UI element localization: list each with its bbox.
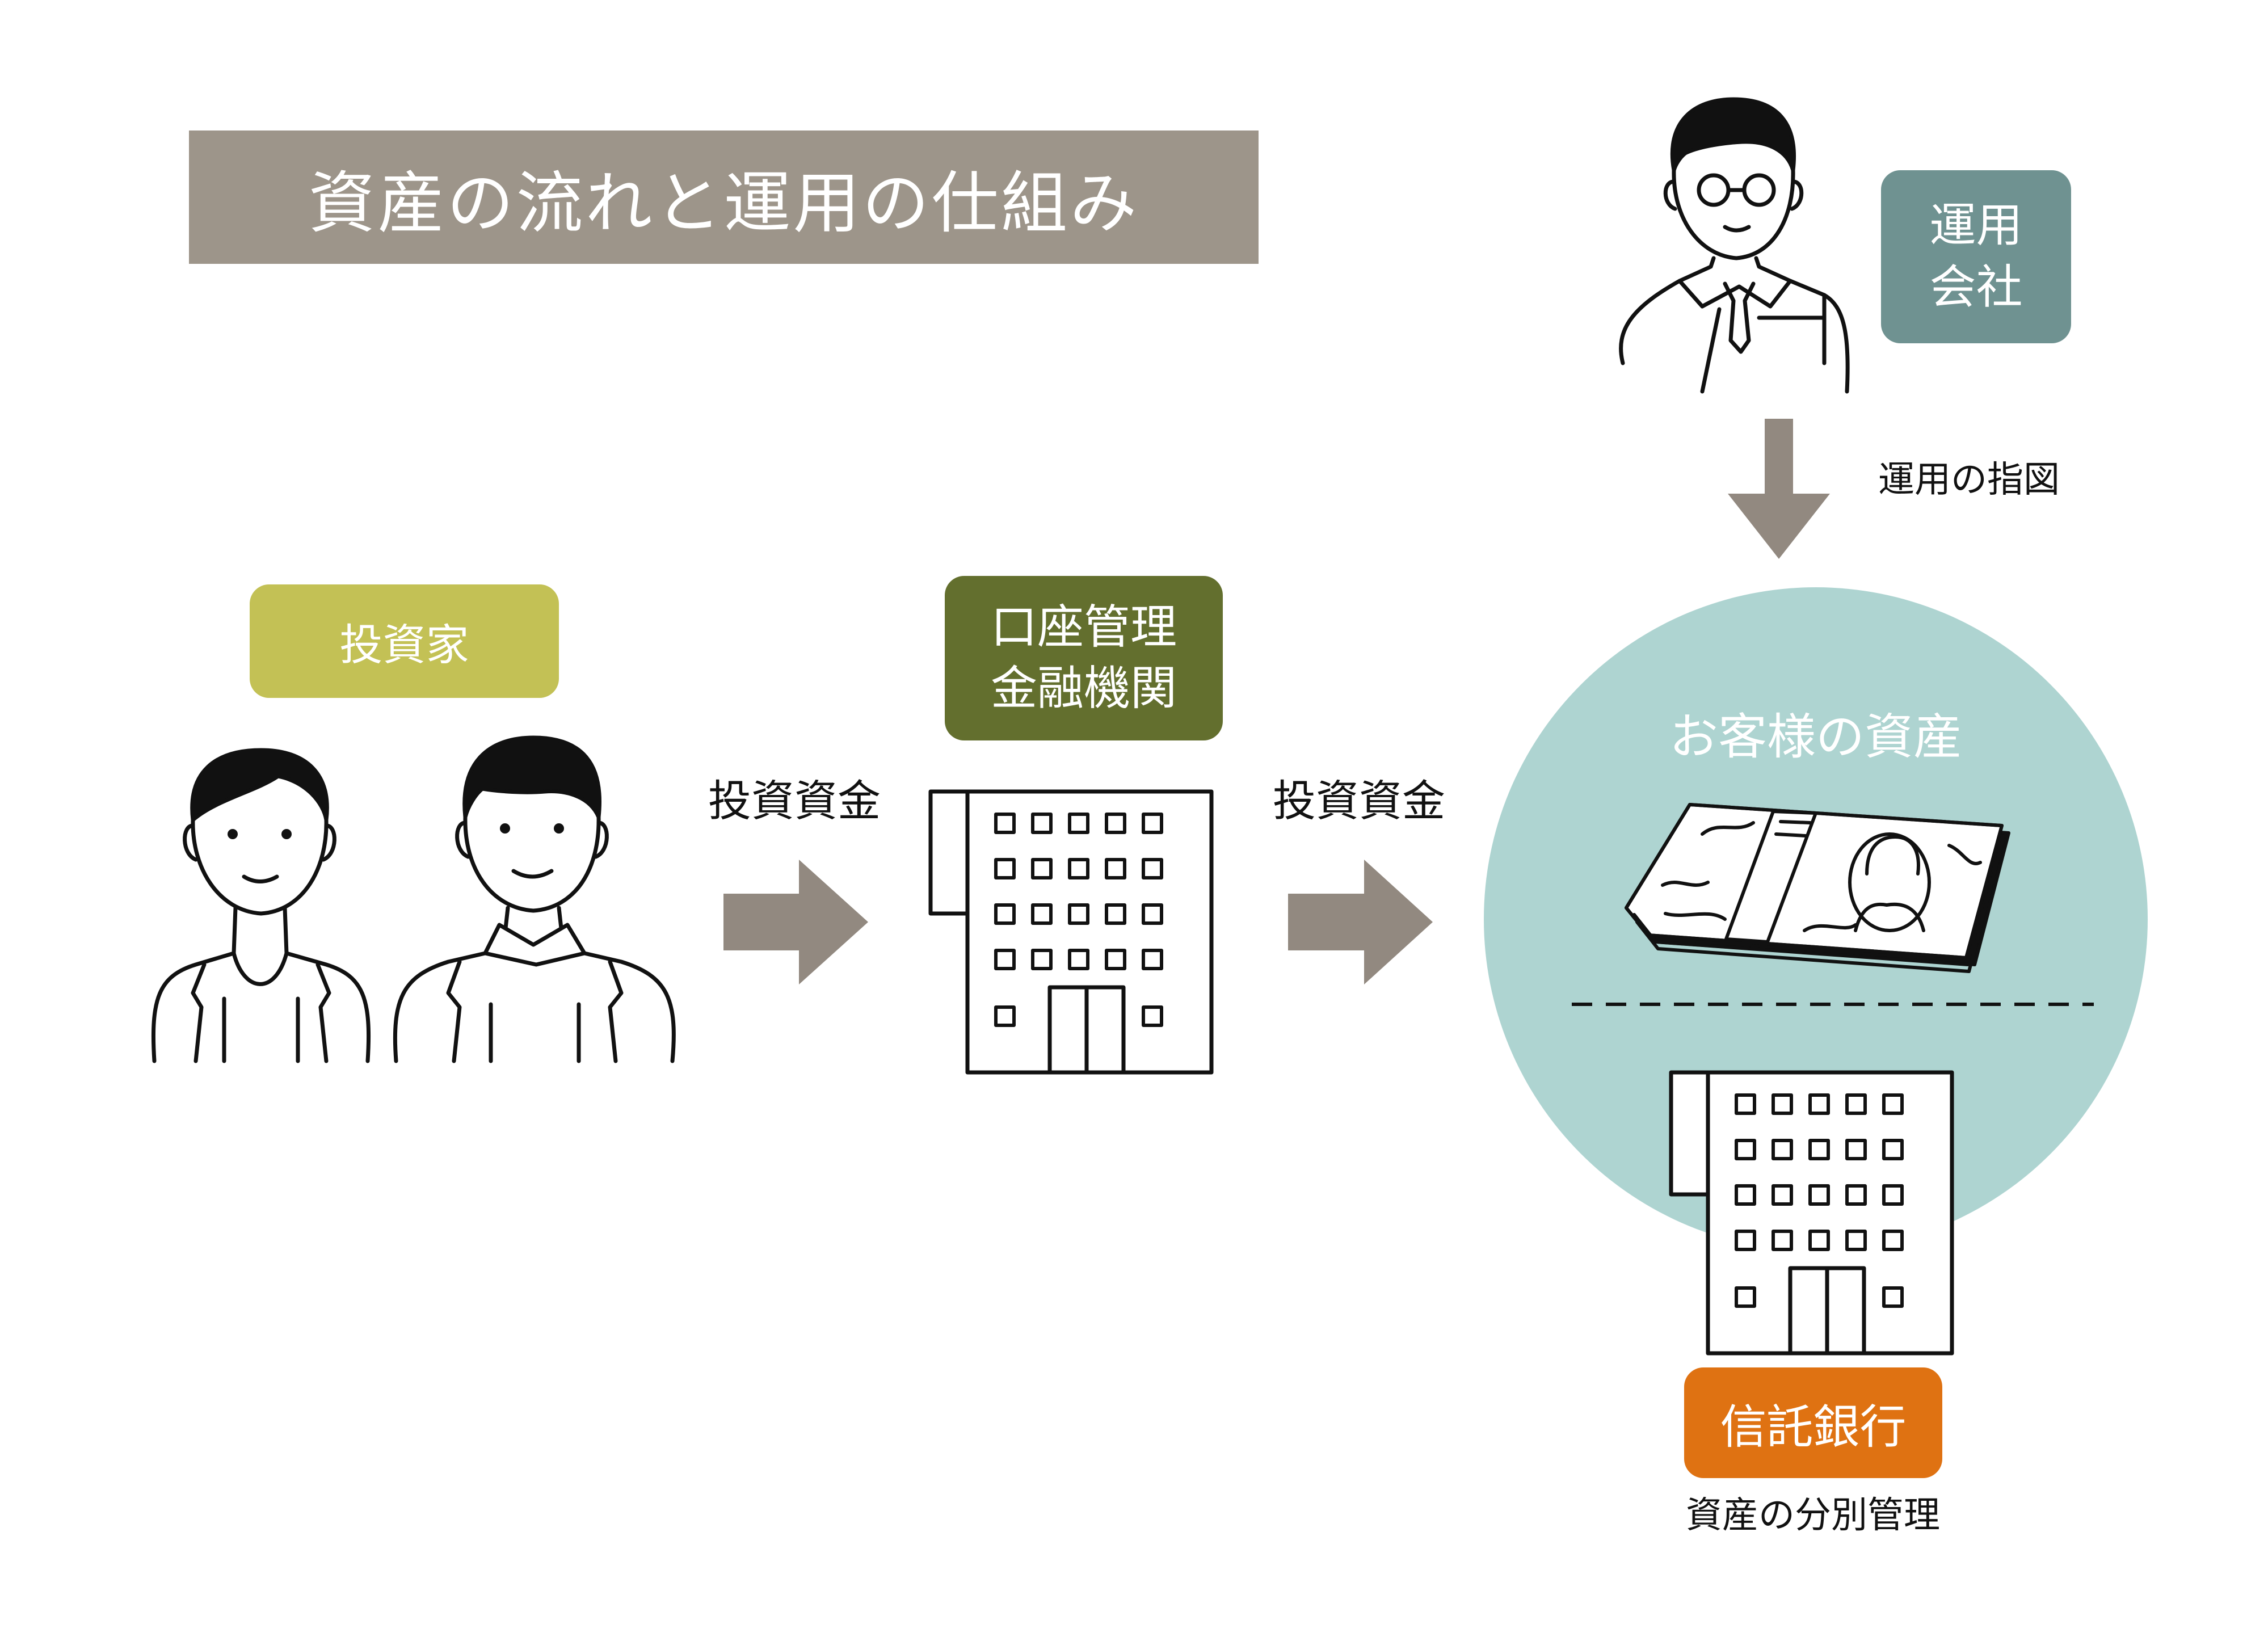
manager-with-glasses-icon (1621, 99, 1848, 392)
management-instruction-label: 運用の指図 (1878, 459, 2060, 501)
trust-bank-label: 信託銀行 (1684, 1367, 1942, 1478)
account-institution-line-2: 金融機関 (990, 662, 1177, 716)
office-building-icon (931, 792, 1211, 1072)
down-arrow-icon (1728, 419, 1830, 559)
investor-label: 投資家 (250, 584, 559, 698)
investment-funds-label-1: 投資資金 (708, 776, 881, 826)
banknote-bundle-icon (1626, 805, 2009, 971)
account-institution-line-1: 口座管理 (990, 600, 1177, 654)
right-arrow-icon (1288, 860, 1433, 984)
right-arrow-icon (723, 860, 868, 984)
woman-investor-icon (153, 750, 368, 1061)
man-investor-icon (395, 738, 674, 1061)
diagram-title: 資産の流れと運用の仕組み (189, 131, 1259, 264)
management-company-line-2: 会社 (1929, 260, 2023, 314)
management-company-line-1: 運用 (1929, 199, 2023, 253)
management-company-label: 運用 会社 (1881, 170, 2071, 343)
investment-funds-label-2: 投資資金 (1273, 776, 1445, 826)
segregated-management-note: 資産の分別管理 (1686, 1495, 1940, 1537)
trust-bank-building-icon (1671, 1072, 1952, 1353)
customer-assets-heading: お客様の資産 (1669, 708, 1962, 765)
account-institution-label: 口座管理 金融機関 (945, 576, 1223, 740)
